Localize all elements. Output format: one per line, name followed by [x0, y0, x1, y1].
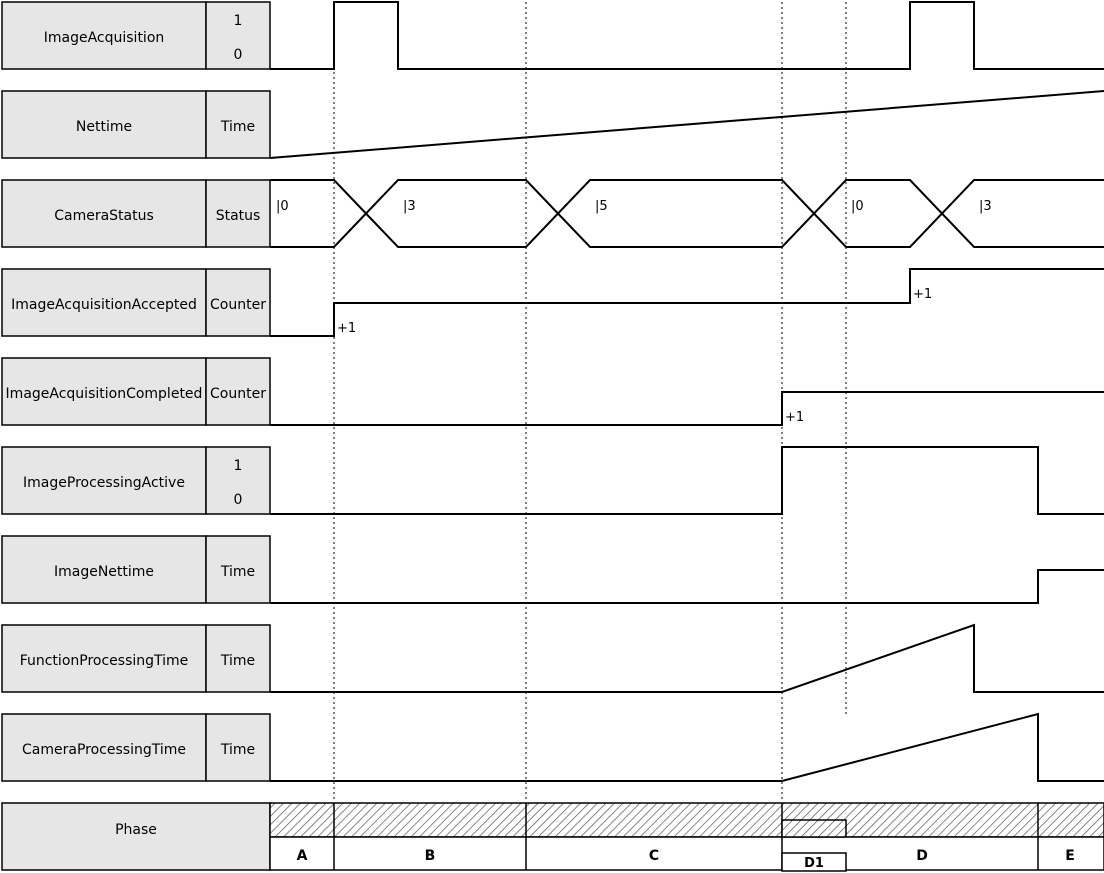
signal-name: ImageNettime [54, 564, 154, 580]
phase-title: Phase [115, 822, 157, 838]
signal-imageacquisition-label: ImageAcquisition 1 0 [1, 1, 271, 70]
signal-unit: Counter [210, 297, 266, 313]
phase-d1-box [781, 852, 847, 872]
waveform-imageprocessingactive [270, 446, 1104, 515]
signal-nettime-label: Nettime Time [1, 90, 271, 159]
phase-label: Phase [1, 802, 271, 871]
waveform-imagenettime [270, 569, 1104, 604]
signal-name: CameraStatus [54, 208, 154, 224]
signal-imageprocessingactive-label: ImageProcessingActive 1 0 [1, 446, 271, 515]
bus-value: |5 [595, 199, 608, 214]
signal-name: ImageAcquisitionAccepted [11, 297, 197, 313]
counter-increment: +1 [337, 321, 356, 336]
phase-segment-d1: D1 [804, 856, 824, 871]
waveform-functionprocessingtime [270, 623, 1104, 693]
signal-imagenettime-label: ImageNettime Time [1, 535, 271, 604]
phase-segment-b: B [425, 848, 436, 864]
waveform-imageacquisition [270, 1, 1104, 70]
phase-segment-e: E [1065, 848, 1075, 864]
signal-camerastatus-label: CameraStatus Status [1, 179, 271, 248]
signal-unit: Time [220, 742, 255, 758]
waveform-nettime [269, 90, 1104, 159]
signal-unit: Status [216, 208, 261, 224]
phase-segment-a: A [297, 848, 308, 864]
waveform-camerastatus-bottom [270, 179, 1104, 248]
signal-imageacquisitionaccepted-label: ImageAcquisitionAccepted Counter [1, 268, 271, 337]
signal-name: ImageAcquisitionCompleted [6, 386, 203, 402]
signal-name: FunctionProcessingTime [20, 653, 189, 669]
bus-value: |3 [979, 199, 992, 214]
bus-value: |0 [276, 199, 289, 214]
waveform-cameraprocessingtime [270, 712, 1104, 782]
signal-name: Nettime [76, 119, 132, 135]
phase-d1-bar [781, 819, 847, 838]
signal-imageacquisitioncompleted-label: ImageAcquisitionCompleted Counter [1, 357, 271, 426]
counter-increment: +1 [913, 287, 932, 302]
signal-cameraprocessingtime-label: CameraProcessingTime Time [1, 713, 271, 782]
counter-increment: +1 [785, 410, 804, 425]
signal-functionprocessingtime-label: FunctionProcessingTime Time [1, 624, 271, 693]
signal-level-high: 1 [234, 458, 243, 474]
waveform-imageacquisitioncompleted [270, 391, 1104, 426]
signal-level-high: 1 [234, 13, 243, 29]
bus-value: |0 [851, 199, 864, 214]
phase-strip: A B C D E D1 [269, 802, 1104, 872]
signal-name: CameraProcessingTime [22, 742, 186, 758]
bus-value: |3 [403, 199, 416, 214]
signal-name: ImageAcquisition [44, 30, 165, 46]
time-markers [333, 2, 847, 802]
signal-unit: Time [220, 653, 255, 669]
waveform-imageacquisitionaccepted [270, 268, 1104, 337]
signal-unit: Time [220, 119, 255, 135]
signal-unit: Time [220, 564, 255, 580]
signal-unit: Counter [210, 386, 266, 402]
signal-level-low: 0 [234, 492, 243, 508]
phase-segment-d: D [916, 848, 928, 864]
phase-segment-c: C [649, 848, 659, 864]
signal-name: ImageProcessingActive [23, 475, 185, 491]
signal-level-low: 0 [234, 47, 243, 63]
